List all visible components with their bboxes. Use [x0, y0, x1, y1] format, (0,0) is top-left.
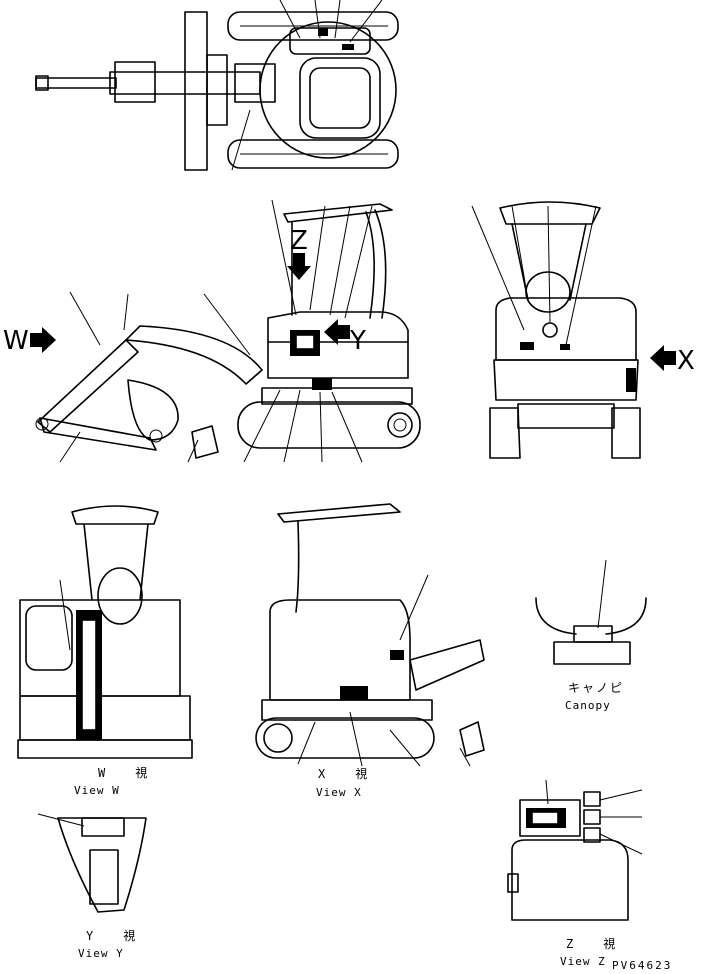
view-w-caption-jp: W 視 [98, 766, 150, 780]
rear-view-excavator [471, 201, 641, 459]
side-view-excavator [35, 199, 421, 463]
view-w-caption: View W [74, 784, 120, 797]
view-w-drawing [17, 505, 193, 759]
view-y-caption: View Y [78, 947, 124, 960]
view-z-caption: View Z [560, 955, 606, 968]
view-x-drawing [255, 503, 485, 767]
drawing-code: PV64623 [612, 959, 673, 972]
view-w-arrow-label: W [3, 326, 29, 356]
view-arrow-icon [287, 253, 311, 280]
canopy-caption-jp: キャノピ [568, 681, 625, 695]
view-z-drawing [507, 779, 643, 921]
view-z-arrow-label: Z [290, 226, 308, 256]
view-x-caption-jp: X 視 [318, 767, 370, 781]
view-y-drawing [37, 813, 147, 913]
canopy-caption: Canopy [565, 699, 611, 712]
view-arrow-icon [30, 327, 56, 353]
view-arrow-icon [324, 319, 350, 345]
view-arrow-icon [650, 345, 676, 371]
canopy-detail-drawing [535, 559, 647, 665]
view-y-caption-jp: Y 視 [86, 929, 138, 943]
view-y-arrow-label: Y [350, 326, 366, 356]
top-view-excavator [35, 0, 399, 171]
view-x-arrow-label: X [677, 346, 695, 376]
view-z-caption-jp: Z 視 [566, 937, 618, 951]
view-x-caption: View X [316, 786, 362, 799]
